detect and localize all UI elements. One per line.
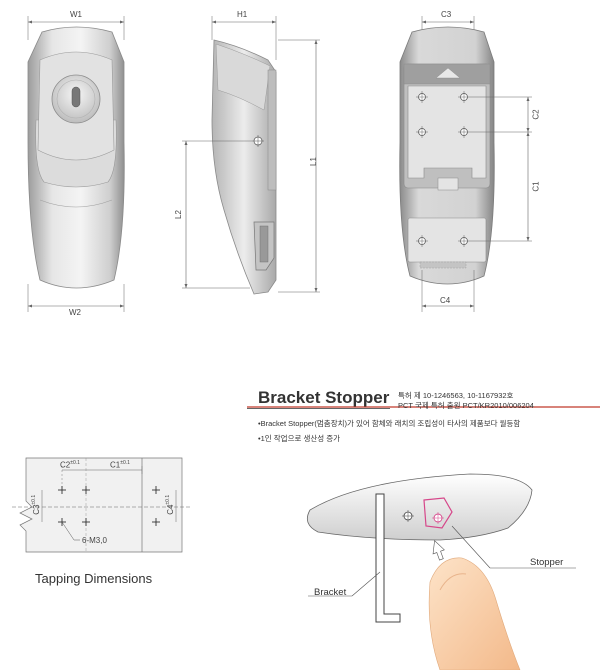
tap-hole-label: 6-M3,0: [82, 536, 107, 545]
side-view: [182, 16, 320, 295]
tap-c2-label: C2±0.1: [60, 460, 80, 470]
patent-line-2: PCT 국제 특허 출원 PCT/KR2010/006204: [398, 401, 534, 410]
tap-c4-label: C4±0.1: [165, 494, 175, 515]
dim-c1-label: C1: [531, 181, 541, 192]
dim-l1-label: L1: [308, 157, 318, 166]
stopper-illustration: [306, 473, 576, 670]
dim-w1-label: W1: [70, 10, 82, 19]
dim-l2-label: L2: [173, 210, 183, 219]
bullet-2: •1인 작업으로 생산성 증가: [258, 434, 341, 443]
stopper-callout: Stopper: [530, 557, 564, 568]
bullet-1: •Bracket Stopper(멈춤장치)가 있어 함체와 래치의 조립성이 …: [258, 419, 521, 428]
front-view: [27, 16, 125, 312]
feature-title: Bracket Stopper: [258, 388, 390, 407]
dim-c4-label: C4: [440, 296, 451, 305]
patent-line-1: 특허 제 10-1246563, 10-1167932호: [398, 391, 514, 400]
dim-c3-label: C3: [441, 10, 452, 19]
tap-c3-label: C3±0.1: [31, 494, 41, 515]
tapping-title: Tapping Dimensions: [35, 571, 153, 586]
tap-c1-label: C1±0.1: [110, 460, 130, 470]
back-view: [399, 16, 532, 312]
bracket-callout: Bracket: [314, 587, 347, 598]
dim-w2-label: W2: [69, 308, 81, 317]
tapping-diagram: [12, 457, 190, 553]
dim-h1-label: H1: [237, 10, 248, 19]
dim-c2-label: C2: [531, 109, 541, 120]
